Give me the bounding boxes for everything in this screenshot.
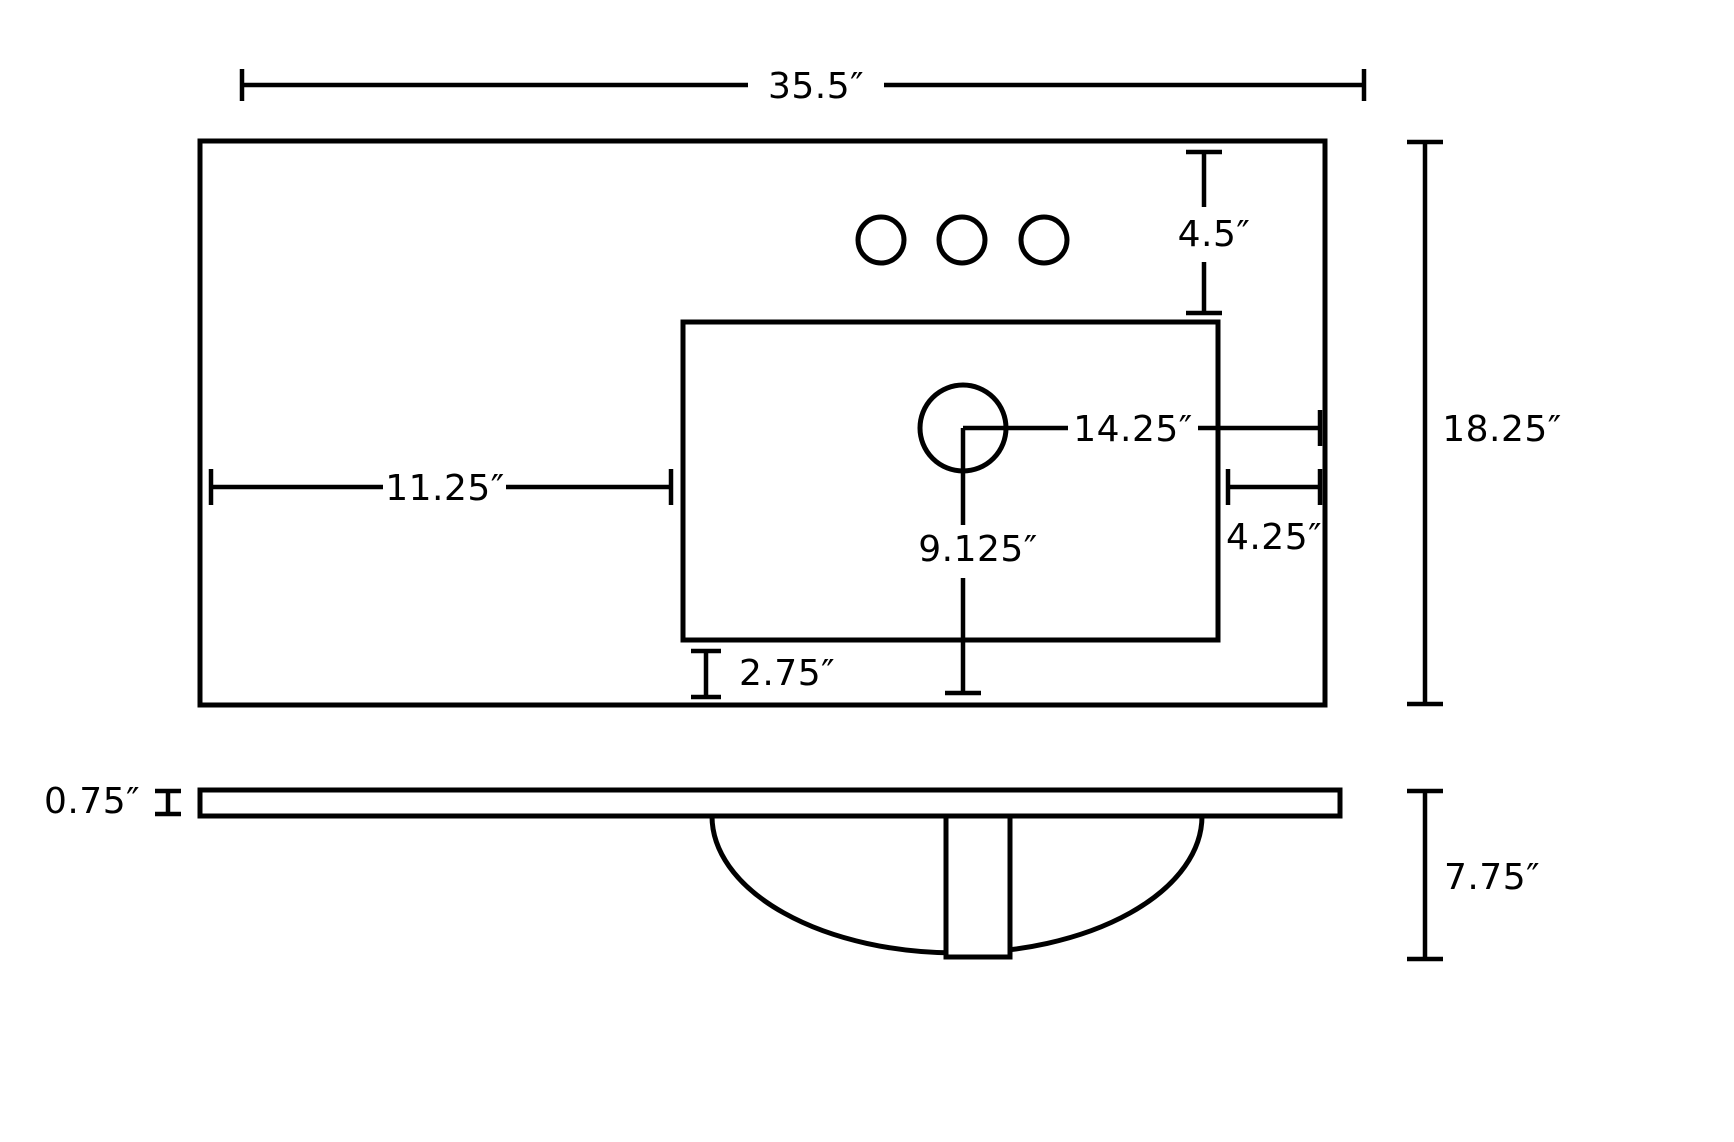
dim-top-thickness: 0.75″: [44, 781, 181, 822]
dim-bowl-depth: 7.75″: [1407, 788, 1540, 962]
dim-faucet-offset-label: 4.5″: [1178, 214, 1251, 255]
dim-left-to-basin-label: 11.25″: [385, 468, 505, 509]
dim-top-thickness-label: 0.75″: [44, 781, 140, 822]
dim-basin-to-right: 4.25″: [1225, 469, 1323, 558]
dim-drain-to-front: 9.125″: [918, 428, 1038, 696]
drain-pipe: [943, 813, 1013, 960]
faucet-hole-center: [936, 214, 988, 266]
sink-basin-outline: [680, 319, 1221, 643]
faucet-hole-right: [1018, 214, 1070, 266]
dim-overall-depth: 18.25″: [1407, 139, 1562, 707]
dim-drain-to-right: 14.25″: [963, 409, 1323, 450]
dim-overall-width: 35.5″: [239, 66, 1367, 107]
countertop-outline: [197, 138, 1328, 708]
faucet-hole-left: [855, 214, 907, 266]
dim-overall-width-label: 35.5″: [768, 66, 864, 107]
dim-faucet-offset: 4.5″: [1178, 149, 1251, 316]
dim-drain-to-right-label: 14.25″: [1073, 409, 1193, 450]
countertop-slab-side: [197, 787, 1343, 819]
dim-basin-to-front-label: 2.75″: [739, 653, 835, 694]
dim-left-to-basin: 11.25″: [208, 468, 674, 509]
dim-bowl-depth-label: 7.75″: [1444, 857, 1540, 898]
dim-overall-depth-label: 18.25″: [1442, 409, 1562, 450]
dim-drain-to-front-label: 9.125″: [918, 529, 1038, 570]
dim-basin-to-right-label: 4.25″: [1226, 517, 1322, 558]
faucet-holes: [855, 214, 1070, 266]
dim-basin-to-front: 2.75″: [691, 648, 835, 700]
